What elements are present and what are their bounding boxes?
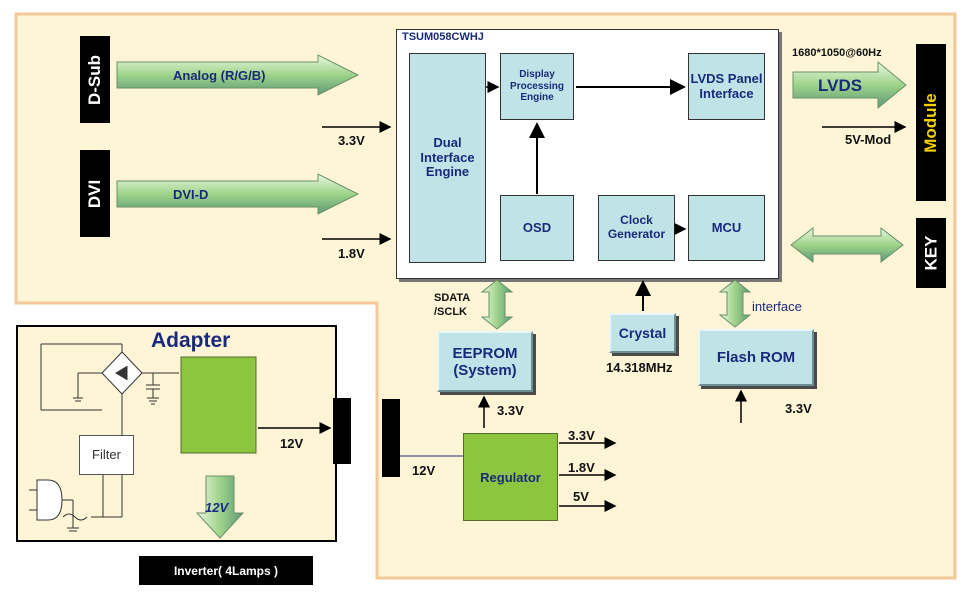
mcu-block: MCU <box>688 195 765 261</box>
chip-title: TSUM058CWHJ <box>402 31 484 43</box>
dual-interface-engine: Dual Interface Engine <box>409 53 486 263</box>
filter-block: Filter <box>79 435 134 475</box>
dsub-connector: D-Sub <box>80 36 110 123</box>
flash-voltage-label: 3.3V <box>785 401 812 416</box>
flash-rom-block: Flash ROM <box>698 329 814 386</box>
interface-arrow <box>718 279 752 328</box>
board-connector-in <box>382 399 400 477</box>
regulator-out-18-label: 1.8V <box>568 460 595 475</box>
adapter-12v-out-label: 12V <box>280 436 304 451</box>
crystal-freq-label: 14.318MHz <box>606 360 673 375</box>
crystal-block: Crystal <box>609 313 676 353</box>
dvid-arrow <box>116 173 360 215</box>
adapter-connector-out <box>333 398 351 464</box>
mod5v-label: 5V-Mod <box>845 132 892 147</box>
interface-label: interface <box>752 299 802 314</box>
v18-input-label: 1.8V <box>338 246 365 261</box>
regulator-out-5-label: 5V <box>573 489 589 504</box>
adapter-schematic <box>29 343 257 532</box>
display-processing-engine: Display Processing Engine <box>500 53 574 120</box>
inverter-box: Inverter( 4Lamps ) <box>139 556 313 585</box>
lvds-arrow <box>792 60 907 110</box>
regulator-block: Regulator <box>463 433 558 521</box>
analog-arrow <box>116 54 360 96</box>
sdata-sclk-label: SDATA /SCLK <box>434 292 470 318</box>
dvi-connector: DVI <box>80 150 110 237</box>
osd-block: OSD <box>500 195 574 261</box>
analog-arrow-label: Analog (R/G/B) <box>173 68 266 83</box>
eeprom-block: EEPROM (System) <box>437 331 533 392</box>
dvid-arrow-label: DVI-D <box>173 187 209 202</box>
resolution-label: 1680*1050@60Hz <box>792 47 882 59</box>
clock-generator: Clock Generator <box>598 195 675 261</box>
key-connector: KEY <box>916 218 946 288</box>
adapter-title: Adapter <box>151 329 231 352</box>
v33-input-label: 3.3V <box>338 133 365 148</box>
adapter-12v-down-label: 12V <box>205 500 229 515</box>
lvds-label: LVDS <box>818 76 863 95</box>
key-arrow <box>790 226 904 264</box>
lvds-panel-interface: LVDS Panel Interface <box>688 53 765 120</box>
regulator-out-33-label: 3.3V <box>568 428 595 443</box>
eeprom-voltage-label: 3.3V <box>497 403 524 418</box>
module-connector: Module <box>916 44 946 201</box>
sdata-arrow <box>480 279 514 330</box>
adapter-down-arrow <box>195 475 245 539</box>
regulator-input-label: 12V <box>412 463 436 478</box>
